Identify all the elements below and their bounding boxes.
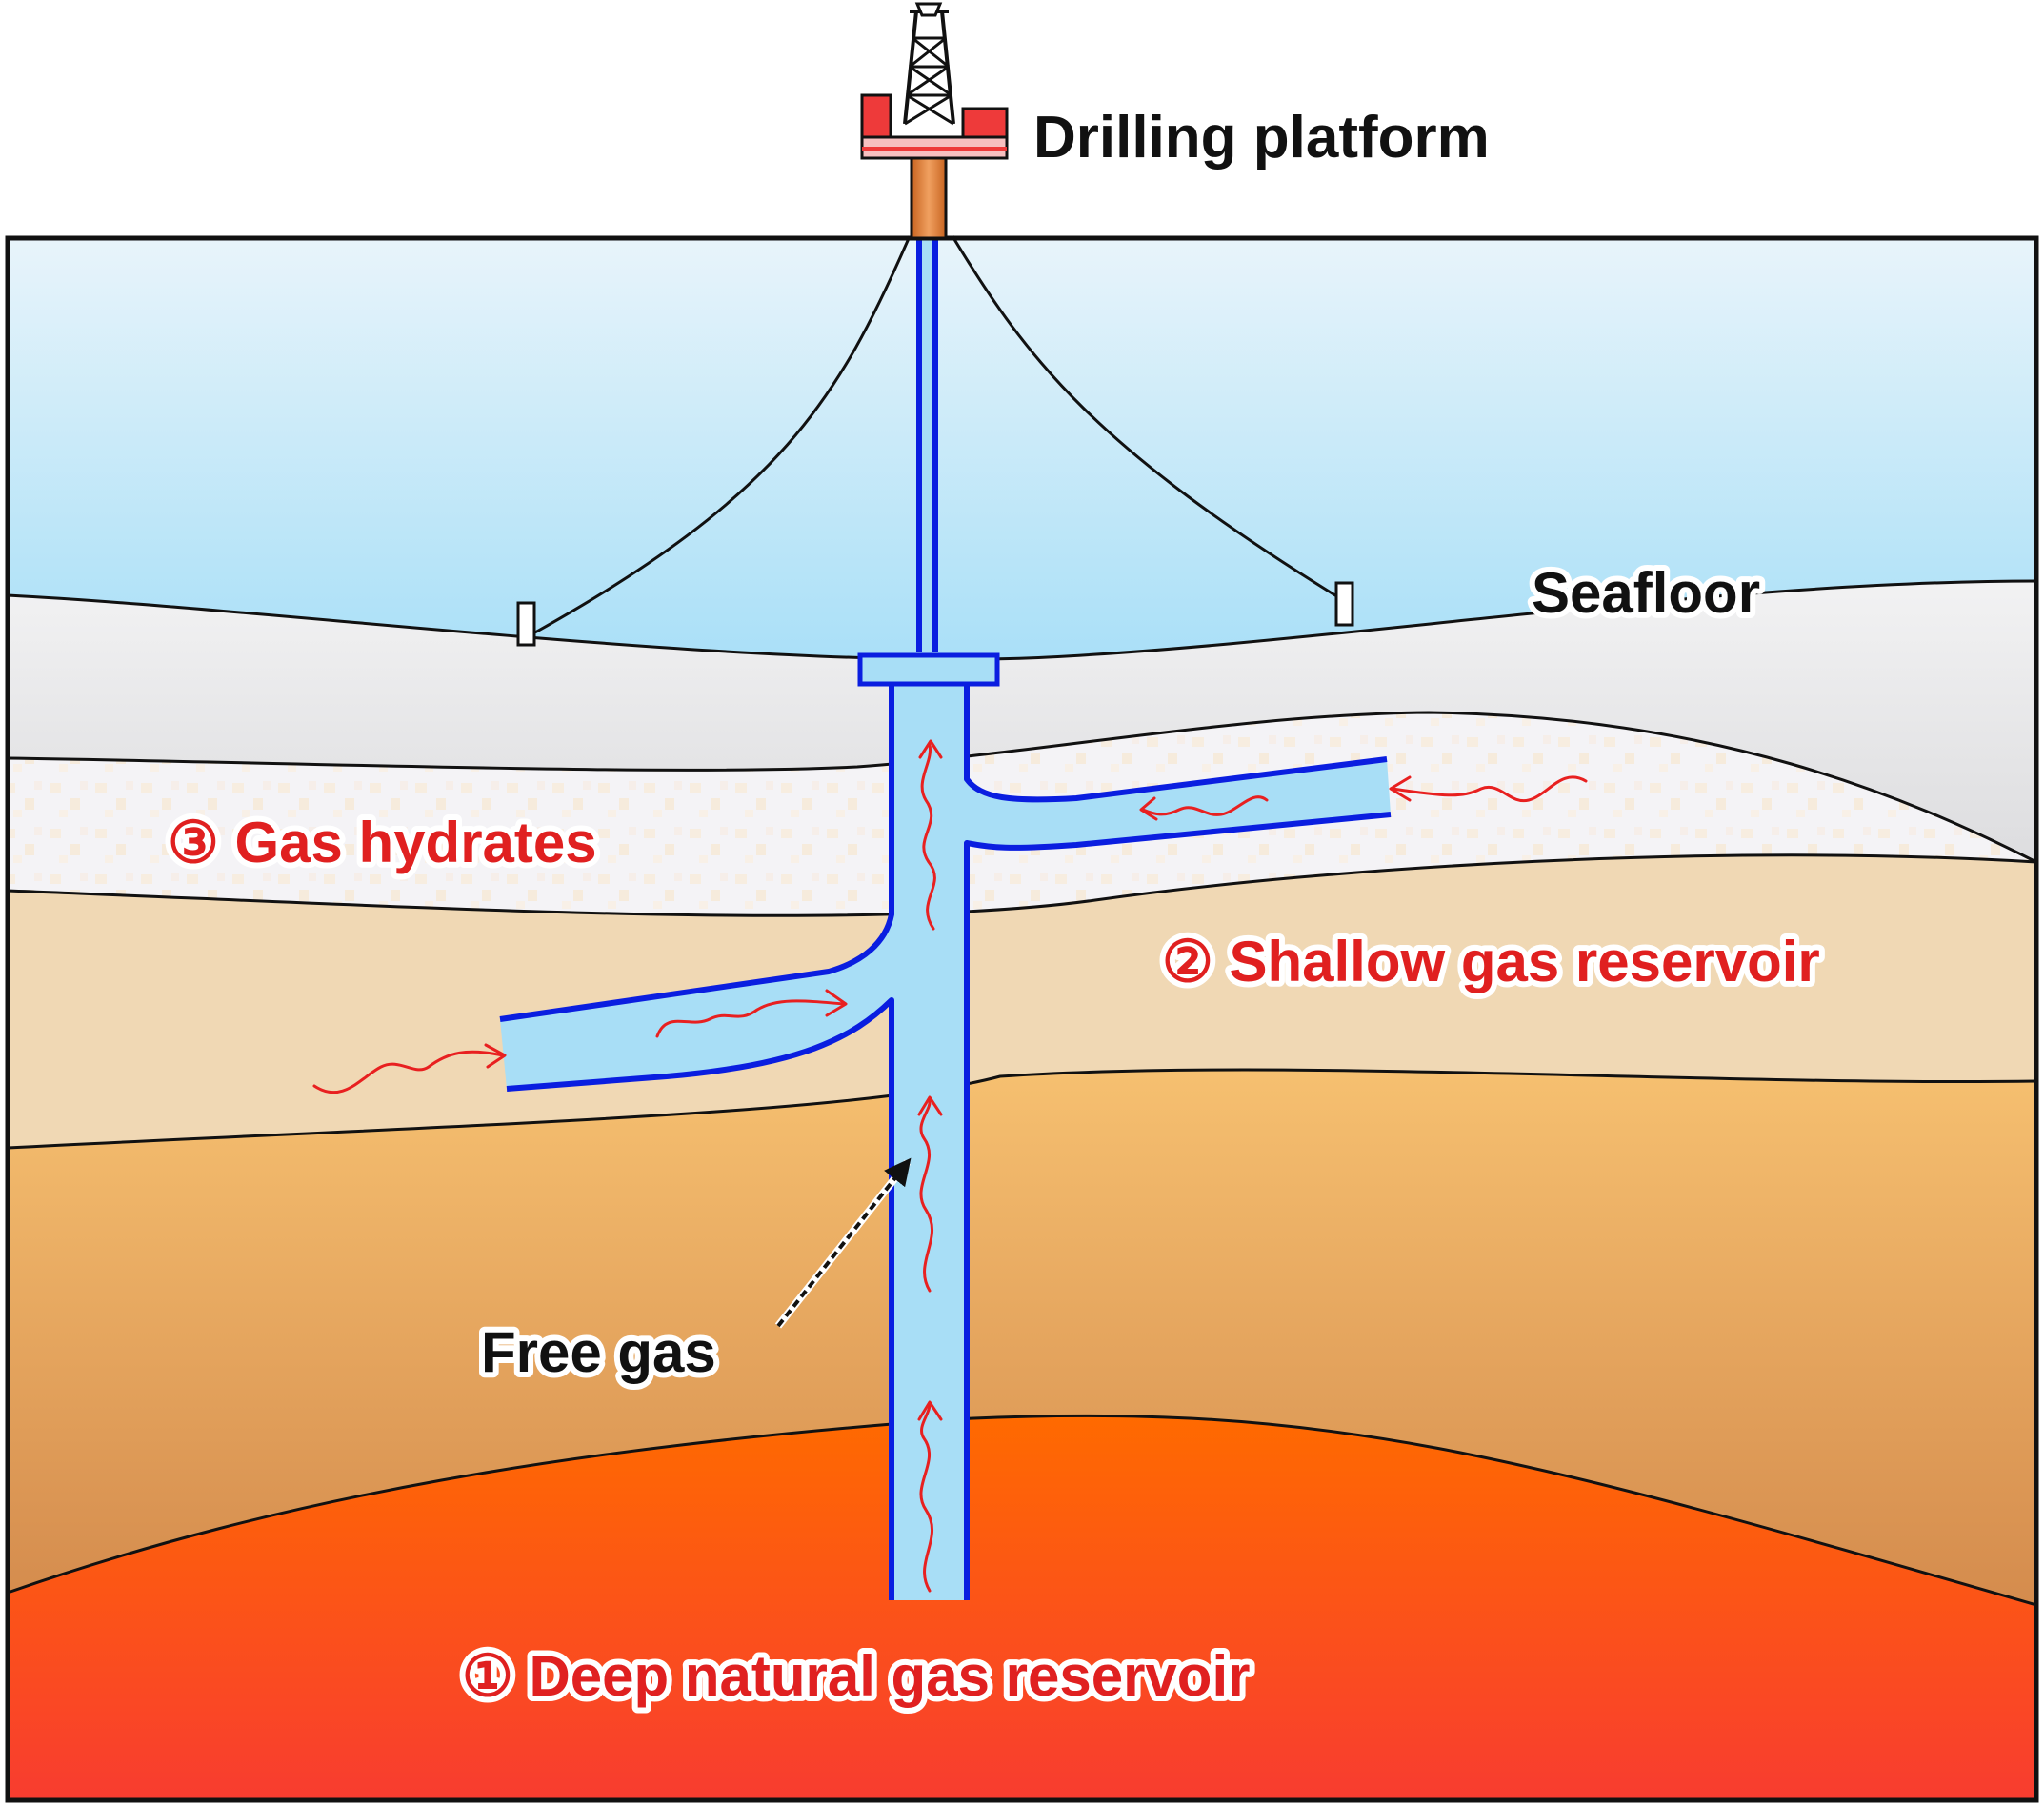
wellbore [499, 652, 1392, 1600]
drill-pipe [916, 238, 938, 652]
deep-gas-reservoir [8, 1415, 2036, 1800]
labels: Drilling platform Seafloor ③ Gas hydrate… [162, 105, 1826, 1714]
label-free-gas: Free gas [481, 1320, 716, 1384]
mooring-anchor-icon [1334, 581, 1354, 627]
gas-flow-arrow-icon [312, 1043, 507, 1094]
mooring-anchor-icon [516, 601, 536, 647]
mooring-line-right [951, 235, 1344, 602]
gas-flow-arrows [312, 739, 1588, 1593]
free-gas-pointer [774, 1157, 912, 1329]
gas-flow-arrow-icon [917, 1095, 943, 1293]
gas-flow-arrow-icon [1389, 775, 1588, 803]
gas-flow-arrow-icon [917, 1400, 943, 1593]
gas-flow-arrow-icon [1139, 795, 1269, 821]
label-drilling-platform: Drilling platform [1033, 105, 1490, 171]
mooring-system [516, 235, 1354, 647]
wellhead-icon [857, 652, 1000, 687]
layer-boundaries [7, 579, 2037, 1607]
diagram-frame [5, 235, 2039, 1803]
label-shallow-gas-reservoir: ② Shallow gas reservoir [1162, 930, 1820, 993]
cross-section-layers [7, 238, 2037, 1800]
mooring-line-left [532, 235, 912, 635]
label-seafloor: Seafloor [1532, 561, 1760, 625]
gas-flow-arrow-icon [655, 989, 848, 1038]
drilling-derrick-icon [860, 2, 1009, 240]
label-deep-natural-gas-reservoir: ① Deep natural gas reservoir [462, 1644, 1250, 1708]
label-gas-hydrates: ③ Gas hydrates [168, 811, 597, 874]
gas-flow-arrow-icon [918, 739, 943, 931]
